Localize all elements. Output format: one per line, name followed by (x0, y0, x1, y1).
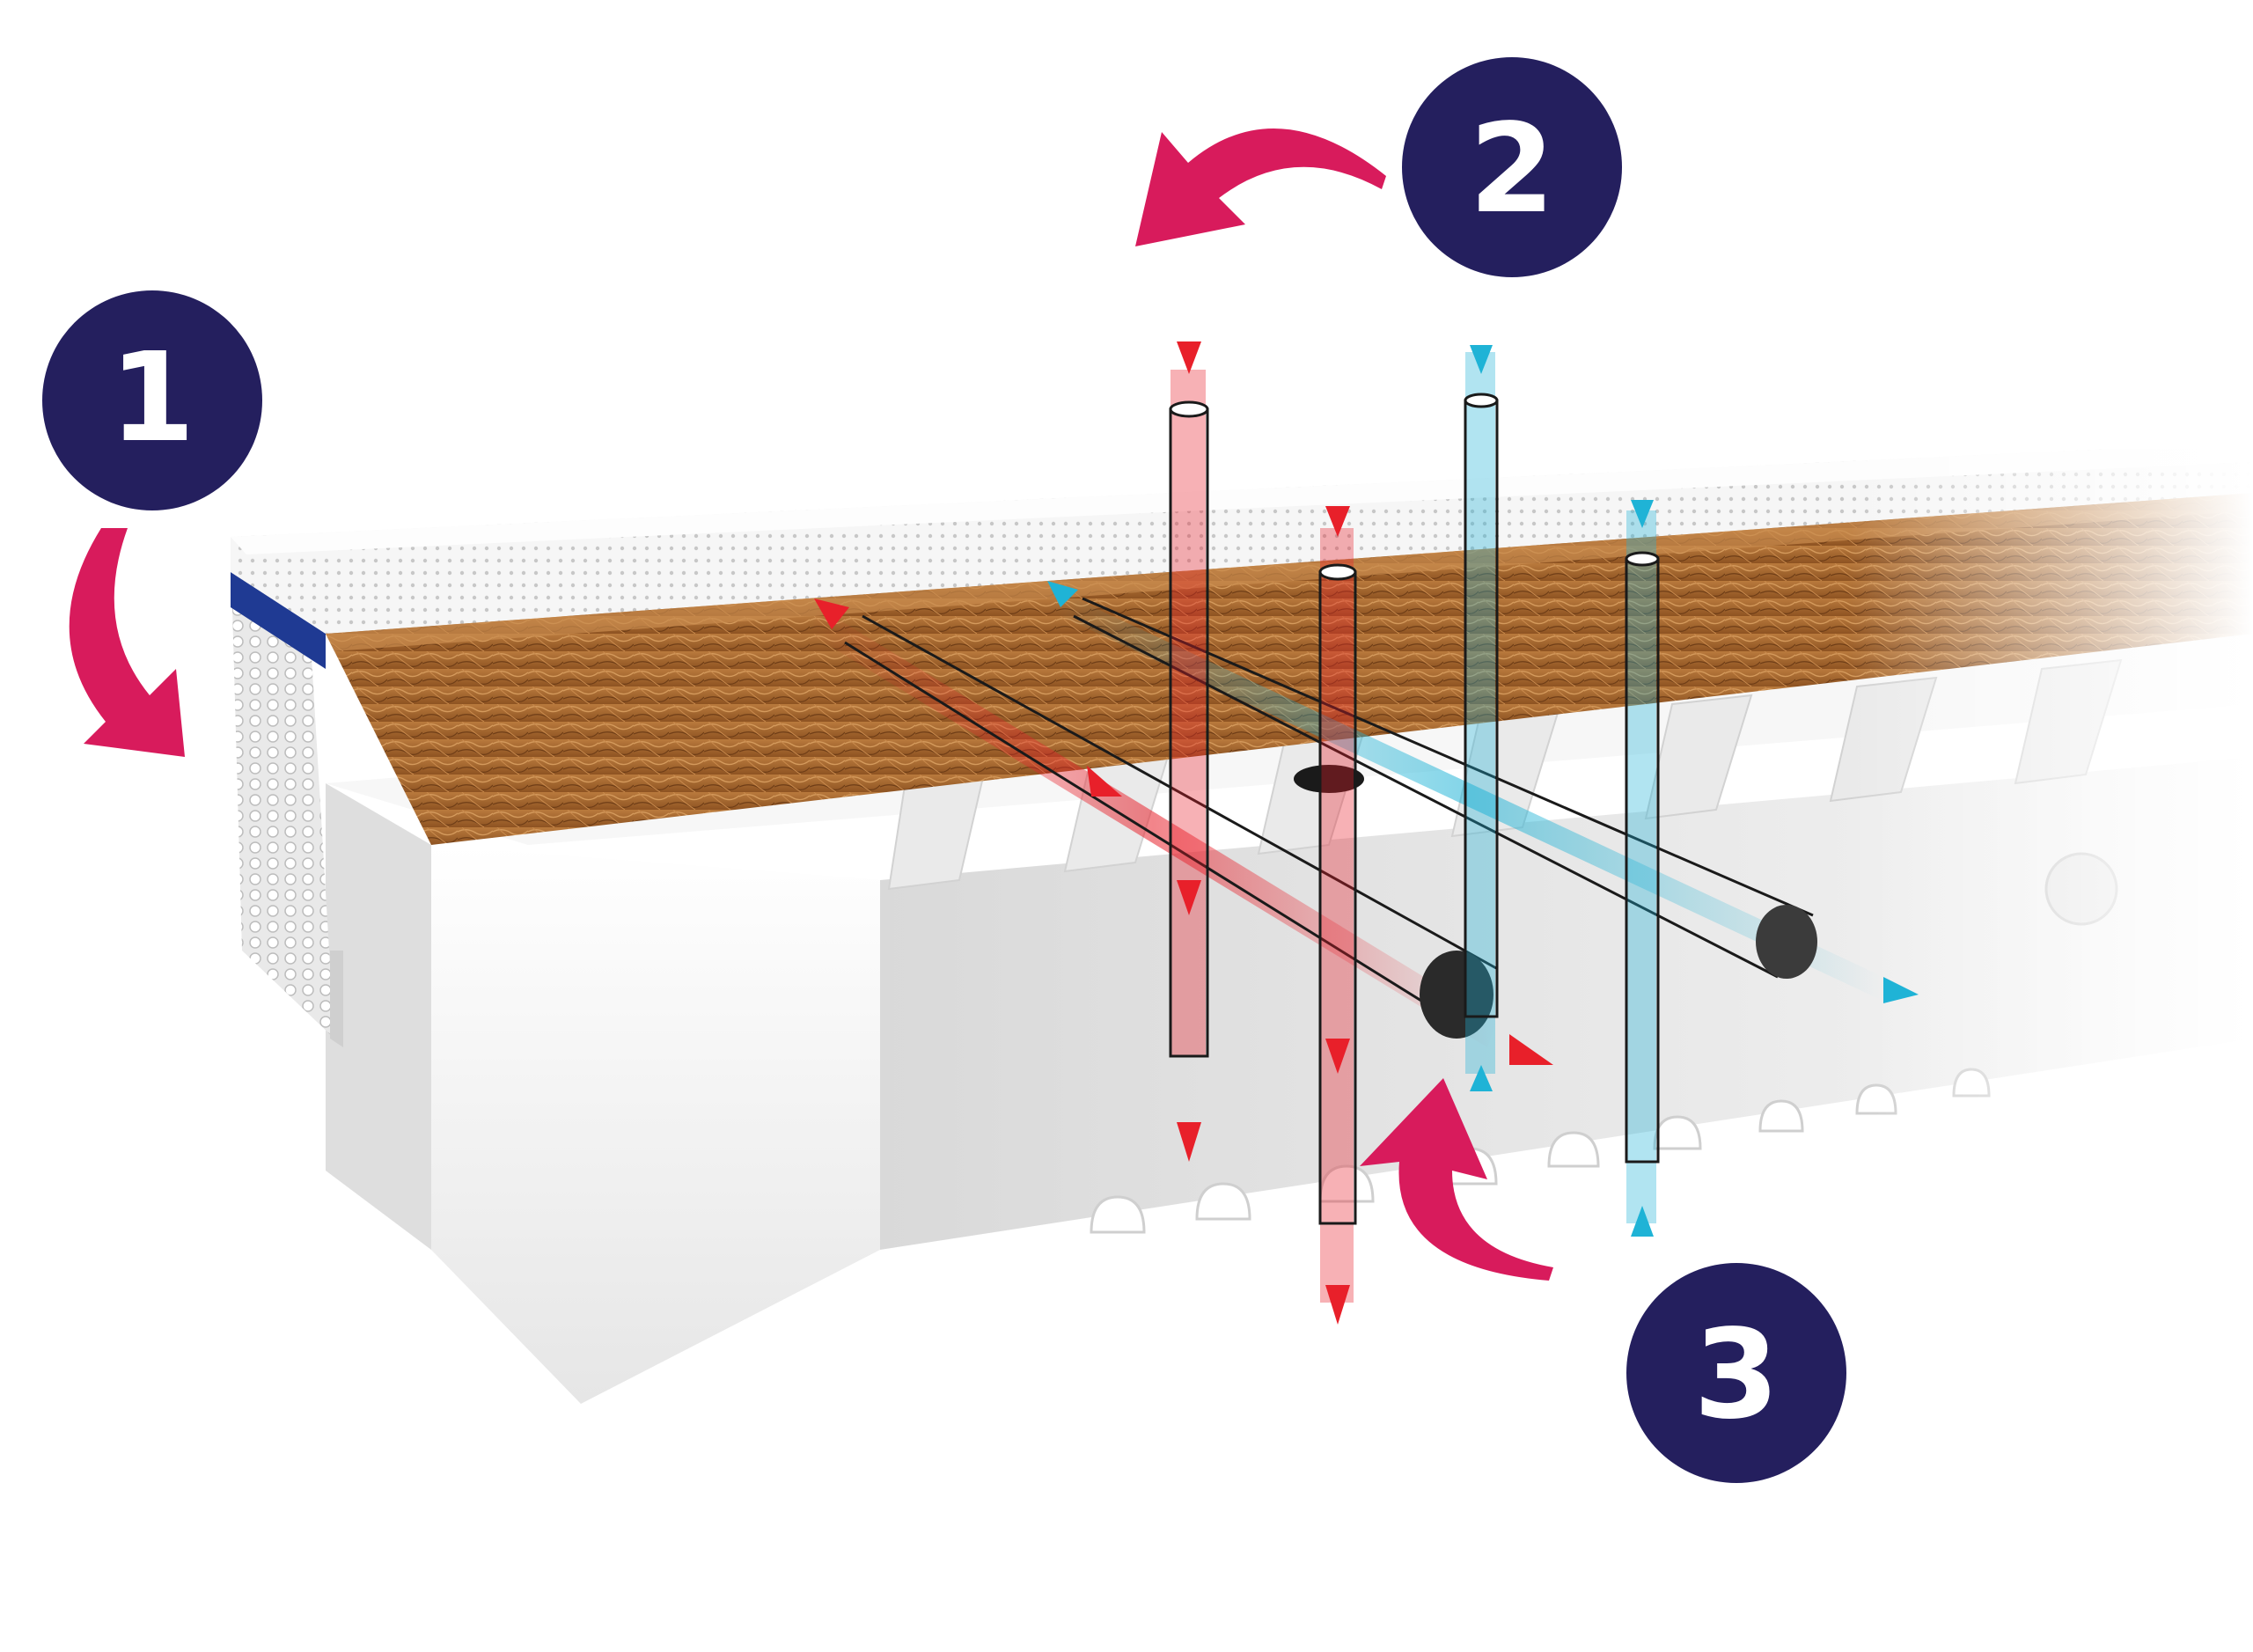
badge-3: 3 (1626, 1263, 1846, 1483)
right-fade (1848, 334, 2253, 1127)
curved-arrow-2 (1135, 128, 1386, 246)
badge-2-number: 2 (1469, 98, 1554, 241)
badge-1: 1 (42, 290, 262, 510)
curved-arrow-1 (70, 528, 185, 757)
badge-1-number: 1 (109, 327, 194, 470)
badge-3-number: 3 (1693, 1303, 1779, 1447)
badge-2: 2 (1402, 57, 1622, 277)
